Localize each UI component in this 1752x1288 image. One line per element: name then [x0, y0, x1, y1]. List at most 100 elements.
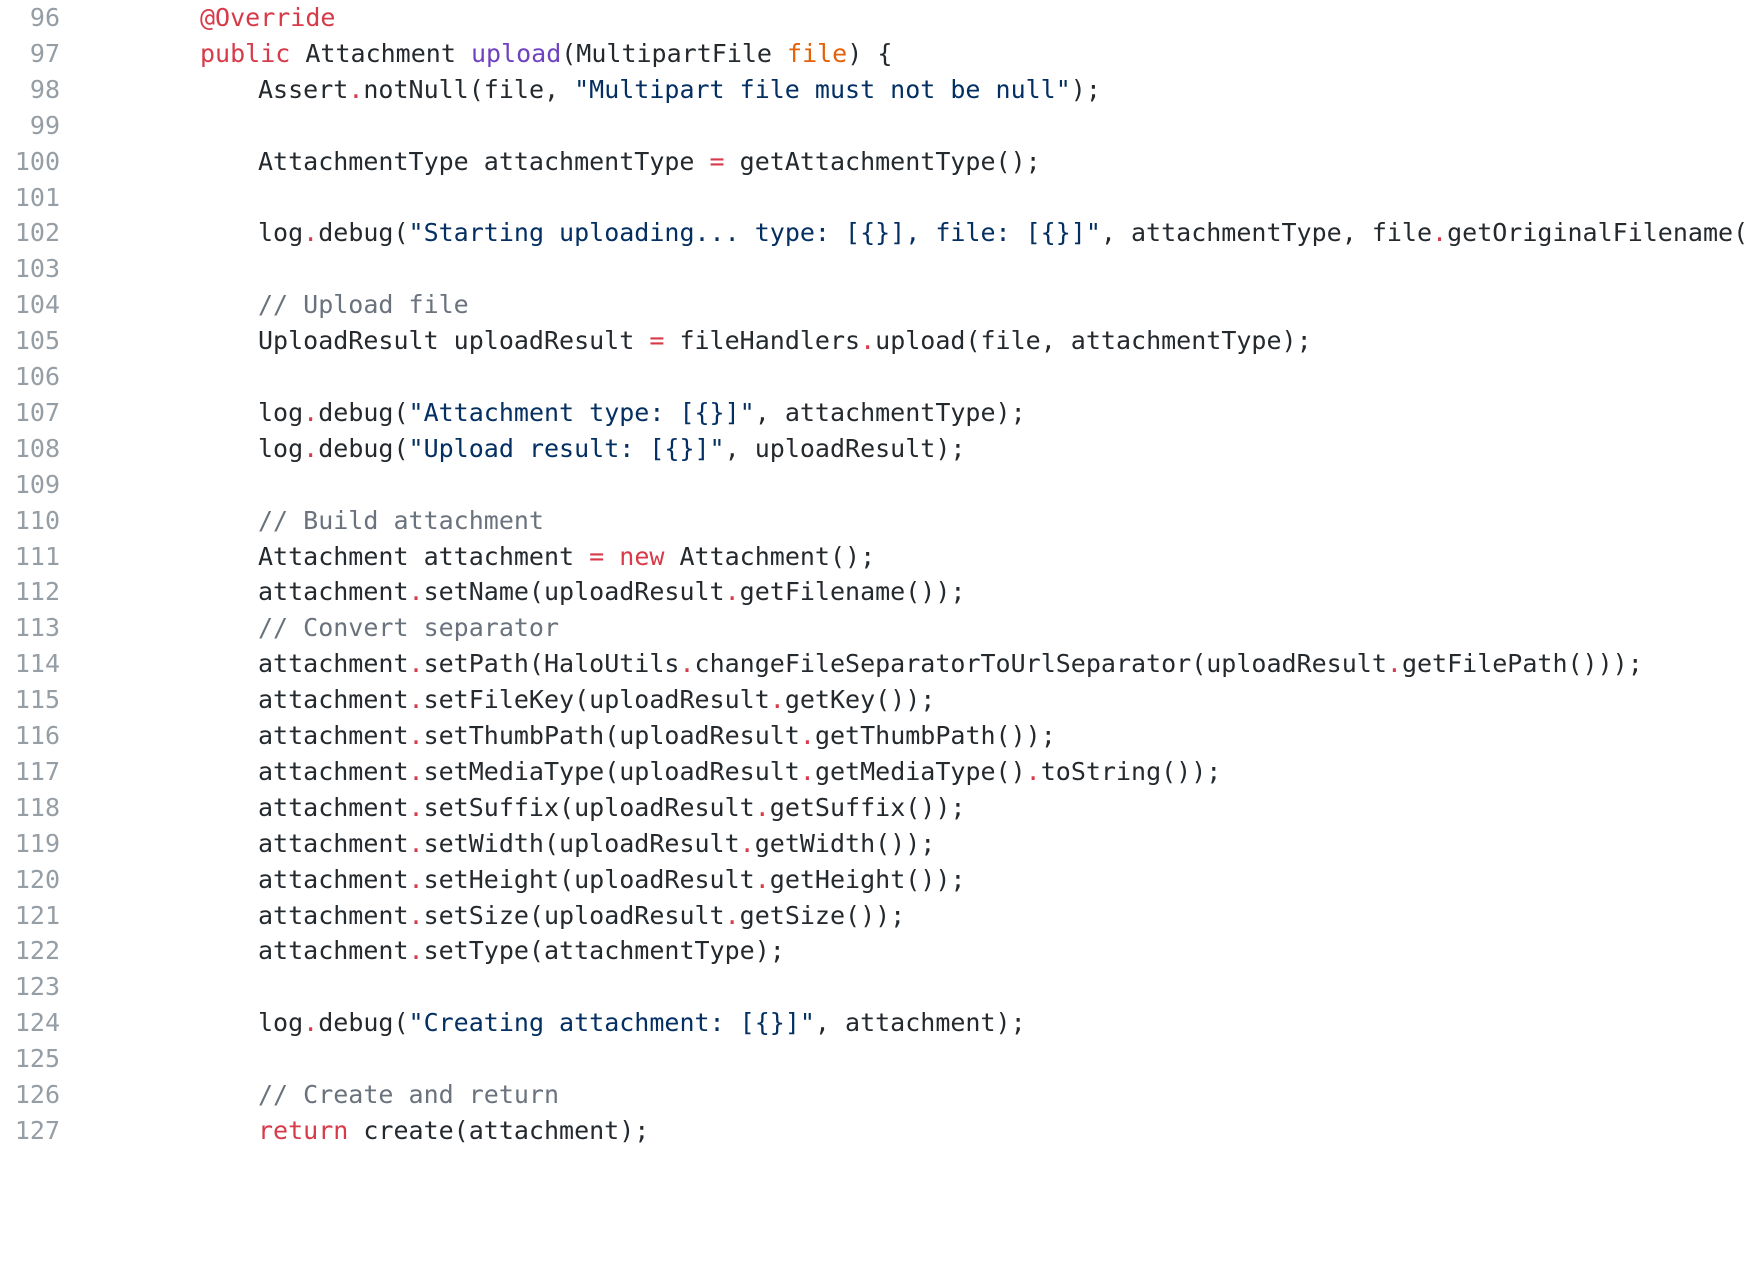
code-token: .: [408, 828, 424, 858]
code-token: .: [408, 649, 424, 679]
code-token: upload: [470, 38, 562, 68]
code-token: log: [258, 218, 304, 248]
code-token: return: [258, 1115, 349, 1145]
code-token: , attachmentType, file: [1100, 218, 1433, 248]
code-token: Assert: [258, 74, 349, 104]
code-token: .: [303, 1008, 319, 1038]
line-number: 96: [29, 3, 60, 32]
code-token: .: [1386, 649, 1402, 679]
line-number: 116: [14, 721, 60, 750]
code-token: // Create and return: [258, 1080, 560, 1109]
code-text: Assert.notNull(file, "Multipart file mus…: [258, 72, 1101, 108]
code-token: getFilePath()));: [1401, 649, 1643, 679]
code-text: attachment.setThumbPath(uploadResult.get…: [258, 718, 1056, 754]
code-line: 102 log.debug("Starting uploading... type…: [0, 215, 1752, 251]
code-token: .: [860, 326, 876, 356]
code-token: setName(uploadResult: [423, 577, 725, 607]
code-token: getKey());: [784, 685, 936, 715]
code-token: .: [348, 74, 364, 104]
line-number: 101: [14, 182, 60, 212]
line-number: 104: [14, 290, 60, 320]
code-line: 121 attachment.setSize(uploadResult.getSi…: [0, 898, 1752, 934]
code-text: return create(attachment);: [258, 1113, 649, 1149]
line-number: 125: [14, 1044, 60, 1074]
code-token: .: [724, 900, 740, 930]
code-token: attachment: [258, 721, 409, 750]
code-token: .: [679, 649, 695, 679]
code-token: changeFileSeparatorToUrlSeparator(upload…: [694, 649, 1387, 679]
line-number: 108: [14, 433, 60, 463]
code-token: debug(: [318, 397, 409, 427]
code-token: .: [1432, 218, 1448, 248]
code-token: public: [200, 38, 291, 68]
code-token: .: [408, 936, 424, 966]
code-token: new: [619, 541, 665, 571]
code-token: , attachment);: [814, 1008, 1026, 1038]
code-token: upload(file, attachmentType);: [875, 326, 1312, 356]
code-token: );: [1070, 74, 1101, 104]
code-text: log.debug("Creating attachment: [{}]", a…: [258, 1005, 1026, 1041]
code-token: // Convert separator: [258, 613, 560, 643]
code-text: UploadResult uploadResult = fileHandlers…: [258, 323, 1312, 359]
code-token: log: [258, 397, 304, 427]
code-token: .: [724, 577, 740, 607]
code-text: @Override: [200, 0, 335, 36]
code-line: 103: [0, 251, 1752, 287]
code-token: attachment: [258, 577, 409, 607]
line-number: 99: [29, 110, 60, 140]
code-token: log: [258, 433, 304, 463]
code-token: attachment: [258, 792, 409, 822]
code-token: "Multipart file must not be null": [574, 74, 1071, 104]
line-number: 102: [14, 218, 60, 248]
code-token: getSize());: [739, 900, 906, 930]
code-token: "Upload result: [{}]": [408, 433, 725, 463]
code-text: public Attachment upload(MultipartFile f…: [200, 36, 892, 72]
code-text: log.debug("Attachment type: [{}]", attac…: [258, 395, 1026, 431]
line-number: 121: [14, 900, 60, 930]
code-token: =: [709, 146, 725, 176]
code-line: 106: [0, 359, 1752, 395]
code-token: debug(: [318, 1008, 409, 1038]
code-text: log.debug("Starting uploading... type: […: [258, 215, 1752, 251]
code-text: Attachment attachment = new Attachment()…: [258, 539, 875, 575]
code-token: attachment: [258, 936, 409, 966]
code-text: attachment.setType(attachmentType);: [258, 933, 785, 969]
code-text: // Build attachment: [258, 503, 544, 539]
code-text: attachment.setSize(uploadResult.getSize(…: [258, 898, 905, 934]
code-line: 126// Create and return: [0, 1077, 1752, 1113]
code-token: setWidth(uploadResult: [423, 828, 740, 858]
line-number: 110: [14, 505, 60, 535]
code-token: .: [754, 792, 770, 822]
line-number: 123: [14, 972, 60, 1002]
code-token: "Attachment type: [{}]": [408, 397, 755, 427]
code-token: UploadResult uploadResult: [258, 326, 650, 356]
code-token: .: [408, 577, 424, 607]
line-number: 111: [14, 541, 60, 571]
line-number: 120: [14, 864, 60, 894]
code-token: AttachmentType attachmentType: [258, 146, 710, 176]
line-number: 105: [14, 326, 60, 356]
code-token: fileHandlers: [664, 326, 861, 356]
code-token: // Upload file: [258, 290, 469, 320]
line-number: 106: [14, 362, 60, 391]
code-line: 105 UploadResult uploadResult = fileHandl…: [0, 323, 1752, 359]
code-token: setSize(uploadResult: [423, 900, 725, 930]
line-number: 117: [14, 756, 60, 786]
line-number: 127: [14, 1115, 60, 1145]
code-token: getHeight());: [769, 864, 966, 894]
code-token: Attachment: [290, 38, 471, 68]
code-token: .: [408, 721, 424, 750]
code-token: .: [408, 864, 424, 894]
code-token: =: [649, 326, 665, 356]
code-token: .: [408, 900, 424, 930]
